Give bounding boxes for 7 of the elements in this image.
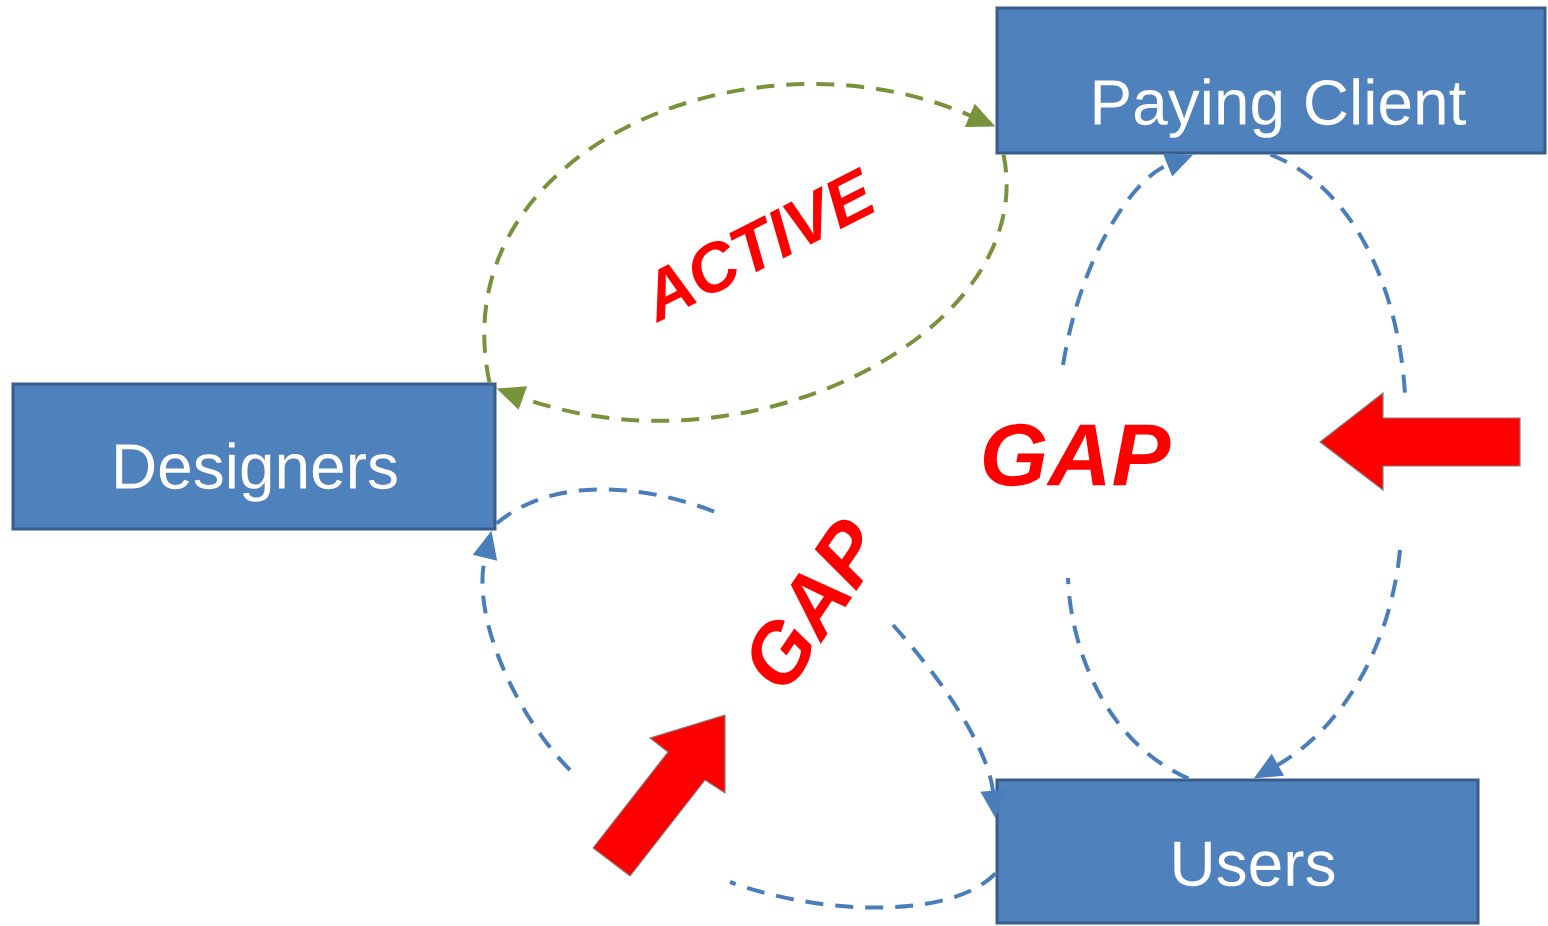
dashed-line: [1269, 152, 1407, 396]
gap-label: GAP: [983, 423, 1171, 487]
process-box: Designers: [11, 382, 497, 531]
dashed-line: [1066, 577, 1190, 781]
dashed-line: [729, 871, 997, 910]
process-box: Paying Client: [995, 6, 1547, 155]
process-box: Users: [995, 778, 1480, 925]
